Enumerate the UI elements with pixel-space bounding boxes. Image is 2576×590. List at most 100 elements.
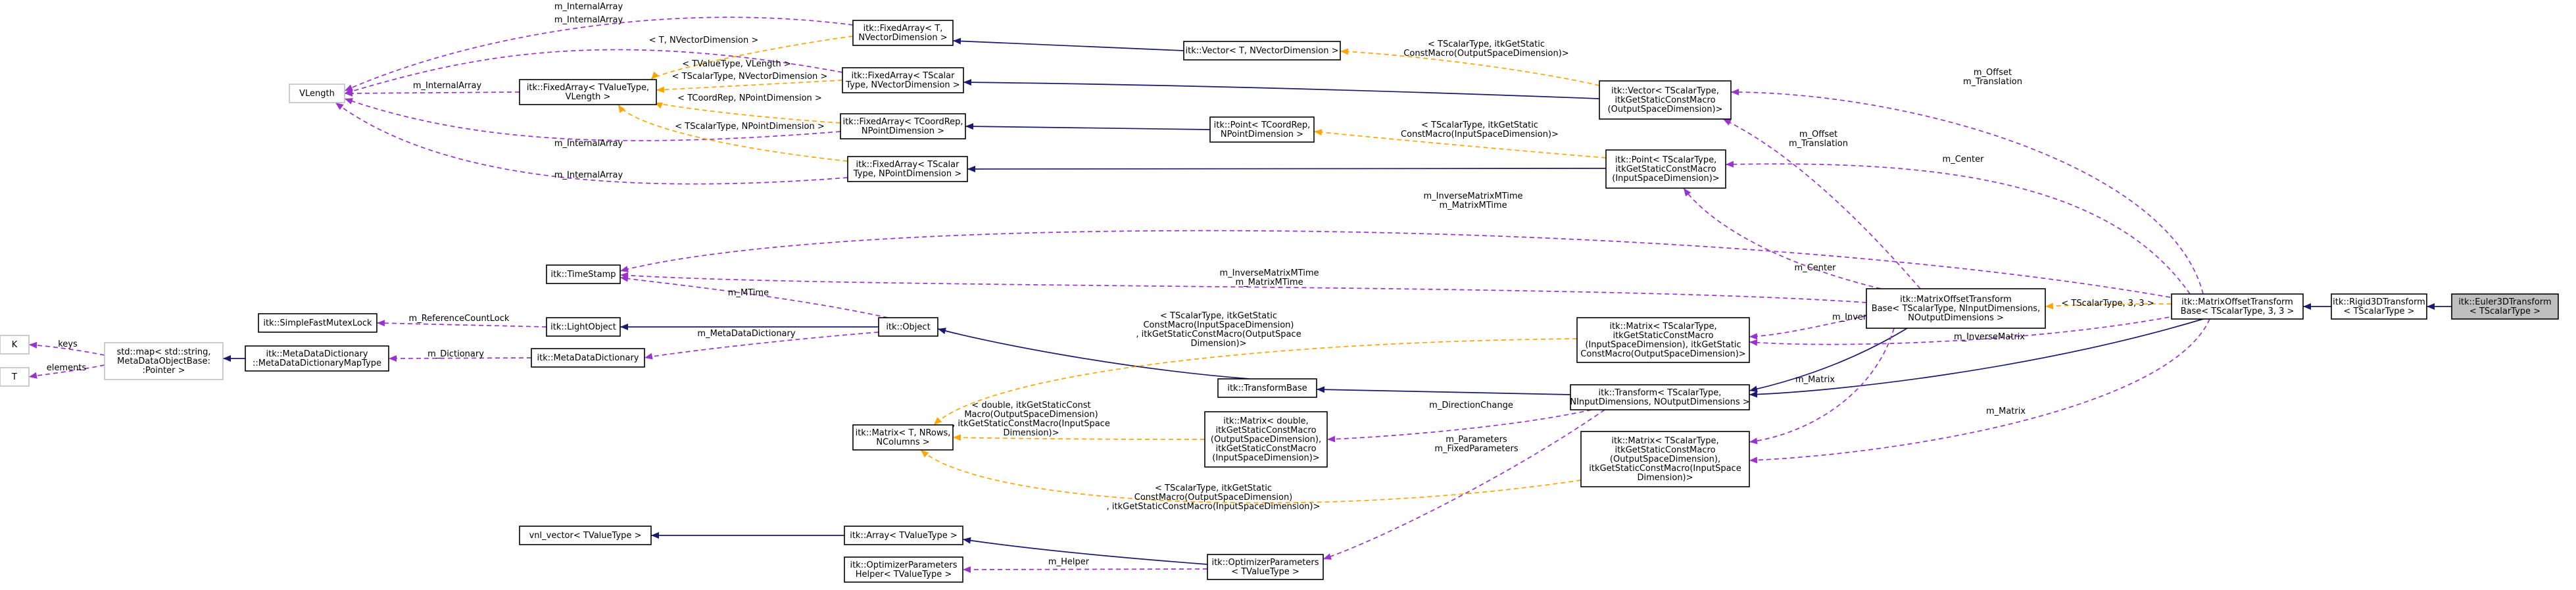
- usage-fa-spt-vlength: [335, 102, 848, 185]
- node-mat-dbl[interactable]: itk::Matrix< double,itkGetStaticConstMac…: [1204, 411, 1328, 468]
- node-label: itk::MatrixOffsetTransform: [1900, 295, 2012, 305]
- node-label: itkGetStaticConstMacro(InputSpace: [1589, 464, 1741, 474]
- node-label: itk::Vector< T, NVectorDimension >: [1186, 46, 1339, 56]
- node-fa-tv[interactable]: itk::FixedArray< TValueType,VLength >: [519, 79, 657, 105]
- node-label: itk::FixedArray< TScalar: [852, 71, 956, 81]
- node-label: itkGetStaticConstMacro: [1215, 426, 1316, 435]
- node-t[interactable]: T: [0, 367, 30, 387]
- node-fa-tn[interactable]: itk::FixedArray< T,NVectorDimension >: [852, 20, 954, 46]
- node-mat-tn[interactable]: itk::Matrix< T, NRows,NColumns >: [852, 424, 954, 451]
- node-mat-oi[interactable]: itk::Matrix< TScalarType,itkGetStaticCon…: [1580, 431, 1750, 487]
- edge-label-inverse-matrix: m_InverseMatrix: [1954, 332, 2025, 342]
- arrow-head: [644, 353, 653, 360]
- node-vec-tn[interactable]: itk::Vector< T, NVectorDimension >: [1183, 41, 1341, 61]
- node-label: itk::FixedArray< T,: [863, 24, 943, 34]
- edge-label-mat-oi-tpl: ConstMacro(OutputSpaceDimension): [1134, 493, 1293, 503]
- node-vnl[interactable]: vnl_vector< TValueType >: [519, 526, 652, 545]
- node-label: Dimension)>: [1637, 473, 1693, 483]
- node-label: VLength >: [566, 92, 611, 102]
- arrow-head: [29, 372, 37, 379]
- node-rigid[interactable]: itk::Rigid3DTransform< TScalarType >: [2331, 293, 2427, 320]
- node-label: itk::OptimizerParameters: [850, 560, 957, 570]
- node-vlength[interactable]: VLength: [289, 84, 345, 103]
- edge-label-mat-dbl-tpl: , itkGetStaticConstMacro(InputSpace: [952, 419, 1110, 429]
- tpl-fa-cp-fa-tv: [654, 102, 841, 124]
- node-label: itk::Array< TValueType >: [850, 531, 958, 541]
- edge-label-t-nvec: < T, NVectorDimension >: [649, 36, 759, 45]
- edge-label-parameters: m_FixedParameters: [1434, 444, 1518, 454]
- usage-motgen-vec-s: [1722, 118, 1921, 289]
- inherit-vec-s-fa-svec: [963, 82, 1600, 99]
- edge-label-mat-dbl-tpl: Dimension)>: [1003, 428, 1059, 438]
- edge-label-mat-dbl-tpl: Macro(OutputSpaceDimension): [964, 410, 1098, 420]
- node-label: itk::MetaDataDictionary: [266, 349, 368, 359]
- edges-layer: [28, 16, 2452, 573]
- arrow-head: [345, 89, 353, 97]
- node-array[interactable]: itk::Array< TValueType >: [844, 526, 963, 545]
- node-stdmap[interactable]: std::map< std::string,MetaDataObjectBase…: [104, 342, 224, 380]
- node-transformbase[interactable]: itk::TransformBase: [1217, 378, 1317, 398]
- node-object[interactable]: itk::Object: [878, 317, 938, 337]
- usage-mot33-timestamp: [620, 230, 2171, 298]
- arrow-head: [29, 341, 37, 349]
- arrow-head: [953, 37, 961, 45]
- node-transform[interactable]: itk::Transform< TScalarType,NInputDimens…: [1570, 384, 1750, 410]
- edge-label-offset-translation: m_Translation: [1963, 77, 2022, 87]
- edge-label-mat-dbl-tpl: < double, itkGetStaticConst: [971, 401, 1090, 410]
- usage-mot33-pt-s: [1725, 163, 2191, 295]
- node-label: itk::Matrix< TScalarType,: [1609, 322, 1716, 332]
- node-metadict[interactable]: itk::MetaDataDictionary: [531, 348, 645, 368]
- node-label: NVectorDimension >: [858, 33, 947, 43]
- node-label: K: [12, 340, 18, 350]
- edge-label-inverse-mtime: m_InverseMatrixMTime: [1219, 268, 1319, 278]
- node-label: Type, NPointDimension >: [853, 169, 961, 179]
- arrow-head: [1749, 391, 1758, 398]
- node-mat-io[interactable]: itk::Matrix< TScalarType,itkGetStaticCon…: [1576, 317, 1750, 363]
- arrow-head: [1749, 333, 1758, 340]
- edge-label-internal-array: m_InternalArray: [413, 81, 482, 91]
- node-optparams[interactable]: itk::OptimizerParameters< TValueType >: [1207, 554, 1324, 580]
- arrow-head: [335, 103, 344, 111]
- arrow-head: [1314, 129, 1323, 136]
- edge-label-dictionary: m_Dictionary: [427, 349, 484, 359]
- node-pt-s[interactable]: itk::Point< TScalarType,itkGetStaticCons…: [1605, 149, 1726, 189]
- node-pt-cp[interactable]: itk::Point< TCoordRep,NPointDimension >: [1209, 116, 1315, 143]
- node-fa-svec[interactable]: itk::FixedArray< TScalarType, NVectorDim…: [842, 67, 964, 93]
- usage-motgen-pt-s: [1683, 187, 1882, 289]
- node-label: itk::Object: [886, 322, 930, 332]
- node-label: itk::Matrix< double,: [1223, 416, 1308, 426]
- node-euler[interactable]: itk::Euler3DTransform< TScalarType >: [2451, 293, 2559, 320]
- node-label: T: [11, 372, 17, 382]
- arrow-head: [651, 71, 659, 80]
- node-fa-cp[interactable]: itk::FixedArray< TCoordRep,NPointDimensi…: [840, 113, 966, 139]
- usage-optparams-helper: [962, 568, 1208, 570]
- edge-label-inverse-mtime: m_InverseMatrixMTime: [1423, 191, 1522, 201]
- usage-fa-svec-vlength: [344, 49, 843, 94]
- usage-mot33-vec-s: [1730, 91, 2204, 295]
- edge-label-mat-io-tpl: , itkGetStaticConstMacro(OutputSpace: [1136, 330, 1301, 339]
- node-vec-s[interactable]: itk::Vector< TScalarType,itkGetStaticCon…: [1599, 80, 1732, 120]
- node-mutexlock[interactable]: itk::SimpleFastMutexLock: [258, 313, 377, 333]
- edge-label-mat-oi-tpl: , itkGetStaticConstMacro(InputSpaceDimen…: [1107, 502, 1321, 512]
- arrow-head: [1749, 385, 1758, 393]
- arrow-head: [620, 275, 629, 282]
- arrow-head: [921, 450, 929, 458]
- usage-motgen-mat-oi: [1749, 328, 1895, 443]
- usage-object-metadict: [644, 332, 879, 358]
- node-fa-spt[interactable]: itk::FixedArray< TScalarType, NPointDime…: [847, 156, 968, 182]
- node-k[interactable]: K: [0, 335, 30, 355]
- node-label: (OutputSpaceDimension),: [1610, 455, 1720, 464]
- edge-label-internal-array: m_InternalArray: [554, 170, 623, 180]
- usage-mot33-mat-oi: [1749, 318, 2210, 461]
- node-label: itk::Transform< TScalarType,: [1599, 388, 1722, 398]
- node-label: itk::Point< TScalarType,: [1615, 155, 1717, 165]
- node-label: MetaDataObjectBase:: [117, 356, 210, 366]
- node-metadictmap[interactable]: itk::MetaDataDictionary::MetaDataDiction…: [245, 345, 389, 372]
- node-timestamp[interactable]: itk::TimeStamp: [546, 264, 621, 284]
- node-lightobject[interactable]: itk::LightObject: [546, 317, 621, 337]
- arrow-head: [377, 320, 385, 327]
